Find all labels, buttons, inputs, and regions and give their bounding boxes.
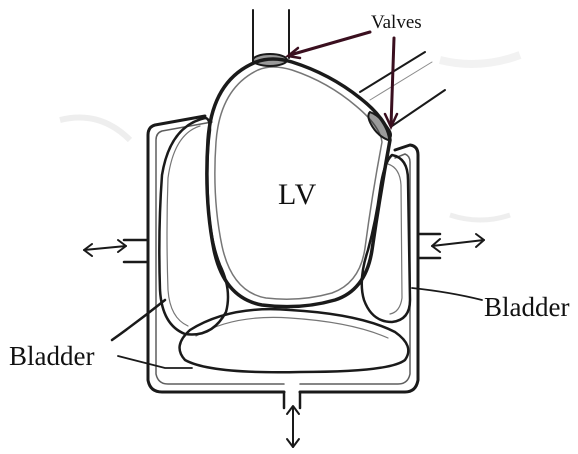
left-bladder-leader-2 [112, 300, 165, 340]
outer-housing [148, 116, 418, 392]
left-bladder-label: Bladder [9, 343, 94, 370]
valves-label: Valves [371, 13, 422, 32]
lv-label: LV [278, 180, 317, 210]
left-flow-arrow [84, 240, 126, 256]
bottom-flow-arrow [287, 406, 299, 447]
right-flow-arrow [432, 234, 484, 252]
left-bladder-leader [118, 356, 192, 368]
right-bladder-label: Bladder [484, 294, 569, 321]
right-bladder-leader [412, 288, 482, 300]
flow-arrows [84, 234, 484, 447]
